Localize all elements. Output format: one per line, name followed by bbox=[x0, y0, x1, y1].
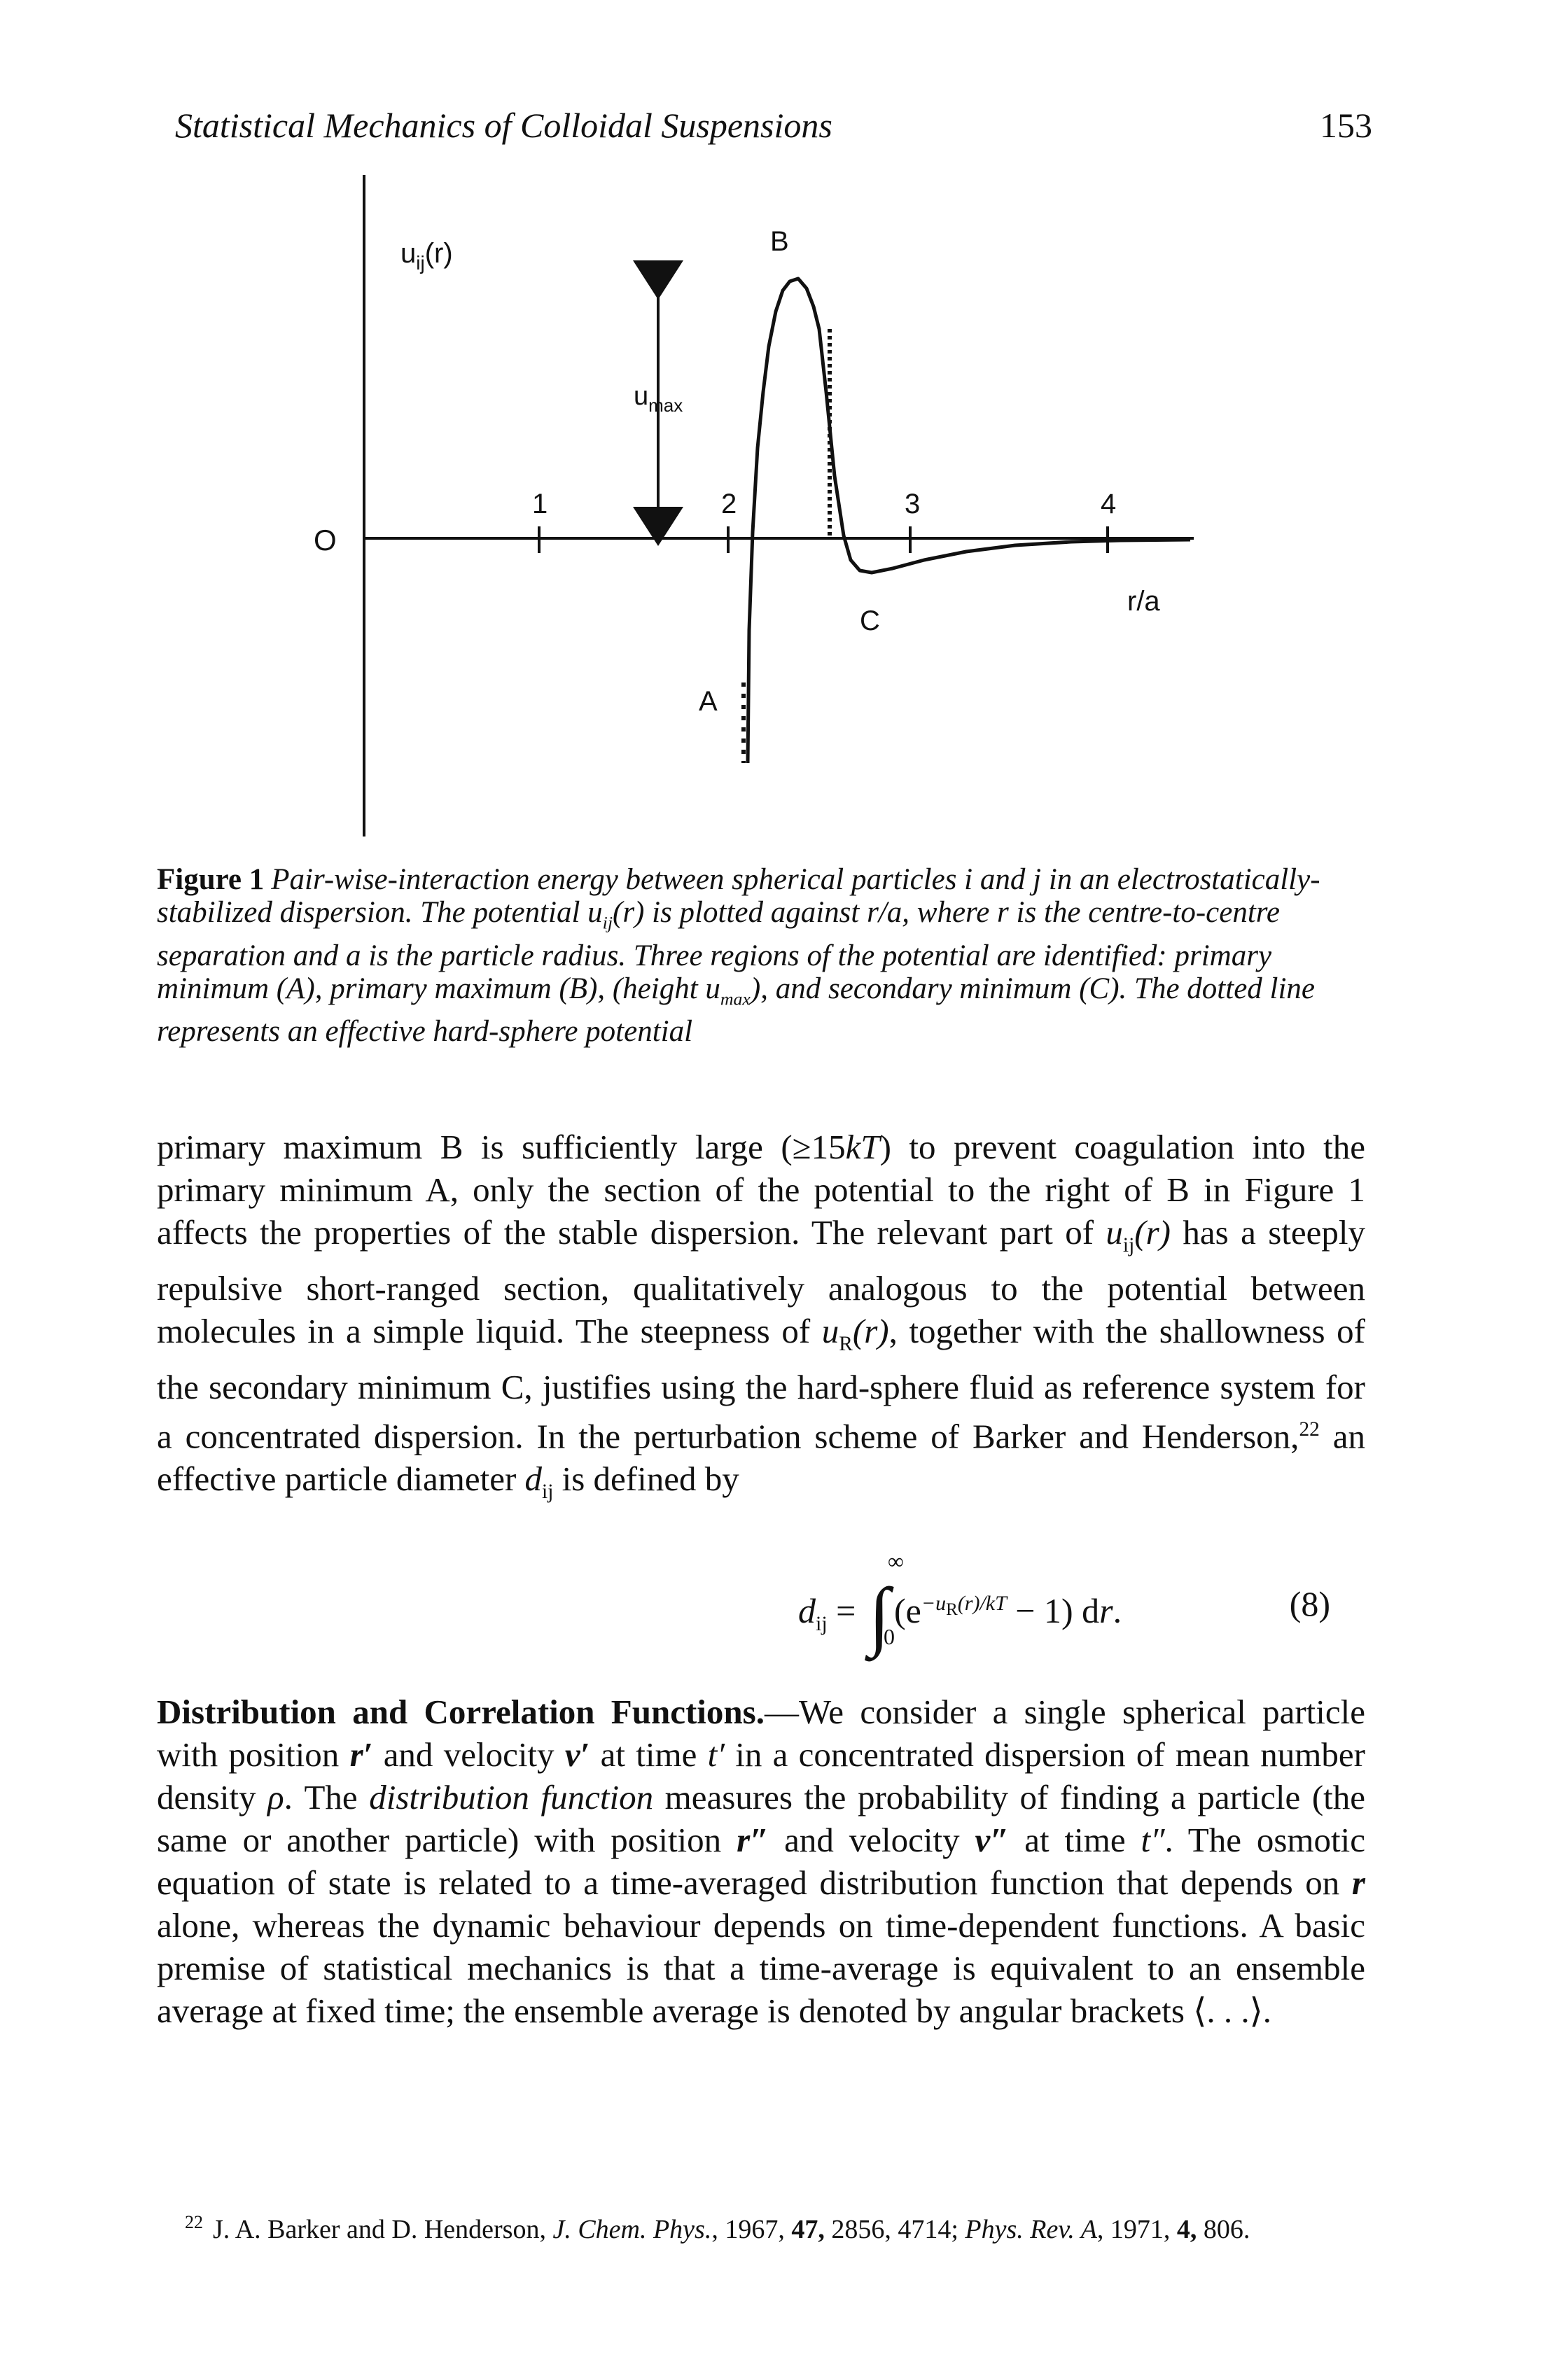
tick-label-4: 4 bbox=[1101, 489, 1116, 519]
point-label-b: B bbox=[770, 226, 789, 257]
potential-plot: uij(r) O r/a umax 1 2 3 4 B C A bbox=[314, 175, 1194, 836]
equation-body: dij = ∫(e−uR(r)/kT − 1) dr. bbox=[798, 1572, 1122, 1658]
equation-number: (8) bbox=[1289, 1584, 1330, 1623]
tick-label-2: 2 bbox=[721, 489, 737, 519]
integral-sign: ∫ bbox=[868, 1572, 891, 1658]
tick-label-3: 3 bbox=[905, 489, 920, 519]
umax-label: umax bbox=[634, 382, 683, 416]
point-label-c: C bbox=[860, 606, 880, 636]
tick-label-1: 1 bbox=[532, 489, 548, 519]
running-title: Statistical Mechanics of Colloidal Suspe… bbox=[175, 106, 832, 145]
page-number: 153 bbox=[1320, 106, 1372, 145]
equation-8: ∞ 0 dij = ∫(e−uR(r)/kT − 1) dr. (8) bbox=[798, 1547, 1372, 1658]
y-axis-label: uij(r) bbox=[400, 238, 453, 274]
running-head: Statistical Mechanics of Colloidal Suspe… bbox=[175, 105, 1379, 154]
paragraph-2: Distribution and Correlation Functions.—… bbox=[157, 1693, 1366, 2030]
x-axis-label: r/a bbox=[1127, 586, 1160, 617]
figure-1: uij(r) O r/a umax 1 2 3 4 B C A bbox=[0, 0, 1541, 854]
paragraph-1: primary maximum B is sufficiently large … bbox=[157, 1128, 1366, 1503]
origin-label: O bbox=[314, 524, 337, 556]
integral-lower-limit: 0 bbox=[884, 1624, 895, 1649]
potential-curve bbox=[746, 276, 1191, 764]
section-heading: Distribution and Correlation Functions. bbox=[157, 1693, 765, 1731]
caption-label: Figure 1 bbox=[157, 863, 265, 896]
point-label-a: A bbox=[699, 686, 718, 717]
reference-22[interactable]: 22 bbox=[1299, 1418, 1320, 1441]
integral-upper-limit: ∞ bbox=[888, 1548, 904, 1574]
caption-body: Pair-wise-interaction energy between sph… bbox=[157, 863, 1320, 1049]
